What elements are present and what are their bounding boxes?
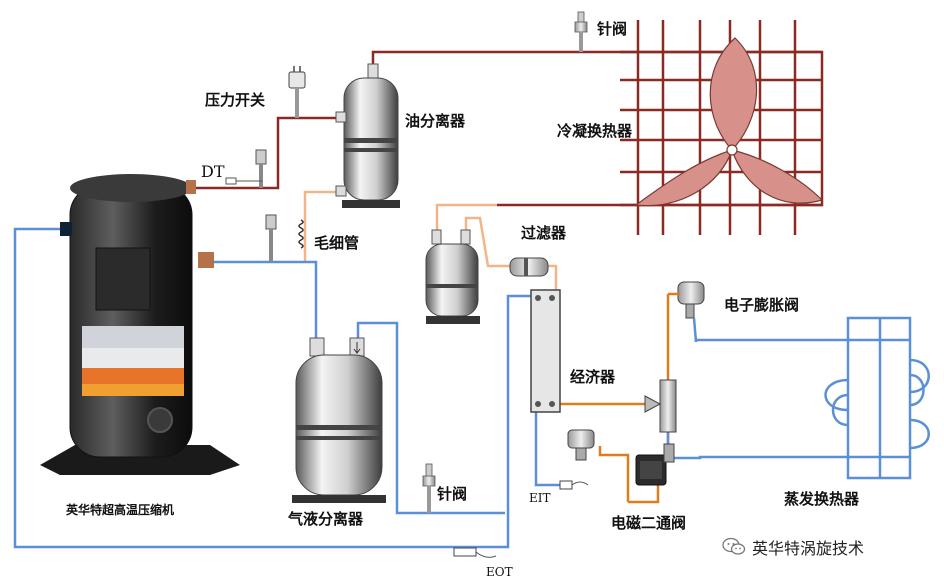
needle-valve-top-label: 针阀 bbox=[597, 20, 628, 38]
electronic-expansion-valve bbox=[668, 281, 705, 343]
tee-valve bbox=[644, 379, 677, 433]
eit-label: EIT bbox=[529, 491, 551, 505]
needle-valve-bottom-label: 针阀 bbox=[437, 485, 468, 503]
oil-separator bbox=[335, 63, 400, 208]
oil-return-capillary-lines bbox=[303, 190, 558, 292]
dt-label: DT bbox=[201, 162, 225, 181]
pressure-switch bbox=[288, 66, 306, 118]
solenoid-valve-label: 电磁二通阀 bbox=[611, 514, 687, 532]
wechat-icon bbox=[722, 537, 746, 555]
filter-drier bbox=[509, 257, 549, 277]
evaporator-label: 蒸发换热器 bbox=[784, 490, 860, 508]
eot-label: EOT bbox=[486, 565, 513, 579]
dt-sensor bbox=[225, 149, 267, 188]
condenser-fan bbox=[634, 37, 824, 207]
gas-liquid-separator bbox=[292, 337, 386, 503]
compressor-label: 英华特超高温压缩机 bbox=[66, 503, 175, 517]
economizer bbox=[530, 289, 561, 413]
compressor bbox=[40, 174, 240, 475]
liquid-receiver bbox=[425, 229, 480, 324]
gas-liquid-separator-label: 气液分离器 bbox=[288, 510, 364, 528]
capillary-label: 毛细管 bbox=[314, 234, 360, 252]
pressure-switch-label: 压力开关 bbox=[205, 91, 266, 109]
oil-separator-label: 油分离器 bbox=[405, 112, 466, 130]
filter-label: 过滤器 bbox=[521, 224, 567, 242]
watermark: 英华特涡旋技术 bbox=[722, 536, 864, 558]
needle-valve-top bbox=[574, 11, 588, 52]
eit-valve bbox=[559, 429, 595, 490]
needle-valve-bottom bbox=[422, 463, 436, 513]
capillary-tube bbox=[265, 214, 304, 262]
electronic-expansion-valve-label: 电子膨胀阀 bbox=[724, 296, 800, 314]
eot-sensor bbox=[453, 547, 497, 558]
economizer-label: 经济器 bbox=[570, 368, 616, 386]
watermark-text: 英华特涡旋技术 bbox=[752, 539, 865, 558]
solenoid-valve bbox=[635, 443, 675, 486]
evaporator-coil bbox=[824, 316, 930, 480]
condenser-label: 冷凝换热器 bbox=[557, 122, 633, 140]
